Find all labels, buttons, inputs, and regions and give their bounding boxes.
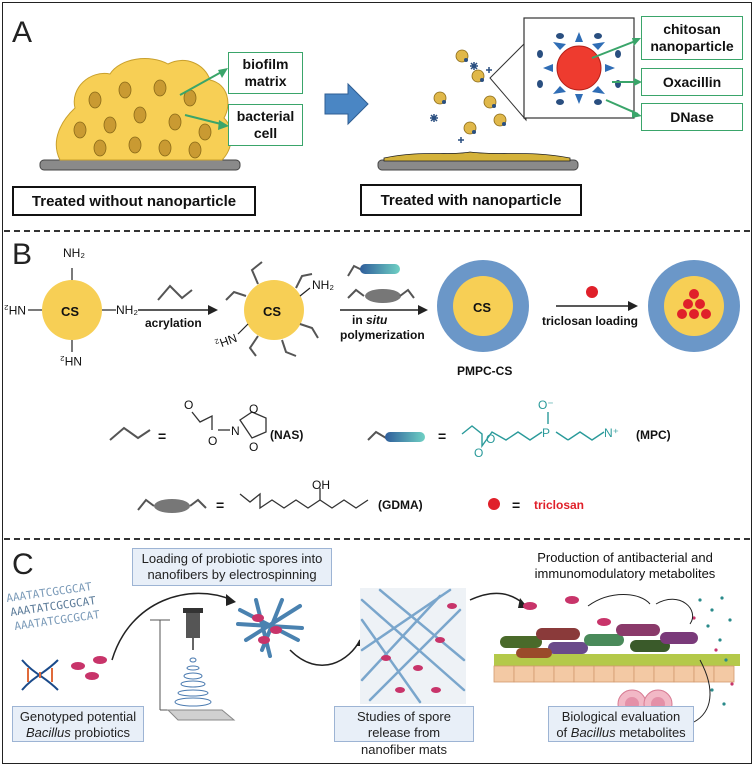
triclosan-label: triclosan: [534, 498, 585, 512]
mpc-o-minus: O⁻: [538, 398, 554, 412]
cs-label-3: CS: [473, 300, 492, 315]
in-situ-label-1: in situ: [352, 313, 388, 327]
callout-production: Production of antibacterial and immunomo…: [534, 550, 716, 582]
equals-nas: =: [158, 428, 167, 444]
callout-loading: Loading of probiotic spores into nanofib…: [132, 548, 332, 586]
callout-genotyped: Genotyped potential Bacillus probiotics: [12, 706, 144, 742]
equals-mpc: =: [438, 428, 447, 444]
pmpc-cs-core: [453, 276, 513, 336]
callout-studies: Studies of spore release from nanofiber …: [334, 706, 474, 757]
label-biofilm-matrix: biofilm matrix: [228, 52, 303, 94]
pmpc-cs-label: PMPC-CS: [457, 364, 513, 378]
divider-bc: [4, 538, 750, 540]
gut-bacteria: [500, 624, 698, 658]
panel-letter-a: A: [12, 16, 33, 49]
acryl-monomer-icon: [157, 284, 193, 301]
mpc-label: (MPC): [636, 428, 671, 442]
chitosan-nanoparticle: [556, 45, 602, 91]
mpc-n-plus: N⁺: [604, 426, 619, 440]
nanofiber-mesh: [236, 598, 304, 658]
nas-n: N: [231, 424, 240, 438]
gdma-oh: OH: [312, 478, 330, 492]
nas-label: (NAS): [270, 428, 304, 442]
gdma-label: (GDMA): [378, 498, 423, 512]
loaded-core: [664, 276, 724, 336]
cs-particle-1: [42, 280, 102, 340]
divider-ab: [4, 230, 750, 232]
cs-particle-2: [244, 280, 304, 340]
label-oxacillin: Oxacillin: [641, 68, 743, 96]
label-bacterial-cell: bacterial cell: [228, 104, 303, 146]
equals-gdma: =: [216, 497, 225, 513]
callout-biological: Biological evaluation of Bacillus metabo…: [548, 706, 694, 742]
label-chitosan-nanoparticle: chitosan nanoparticle: [641, 16, 743, 60]
in-situ-label-2: polymerization: [340, 328, 425, 342]
nas-o3: O: [249, 402, 259, 416]
bacterial-cells: [73, 79, 212, 159]
mpc-p: P: [542, 426, 551, 440]
label-dnase: DNase: [641, 103, 743, 131]
process-arrow: [324, 82, 369, 126]
nh2-top: NH₂: [63, 246, 85, 260]
nas-o2: O: [208, 434, 218, 448]
mpc-structure: [461, 412, 605, 449]
triclosan-loading-label: triclosan loading: [542, 314, 639, 328]
mpc-o1: O: [474, 446, 484, 460]
equals-triclosan: =: [512, 497, 521, 513]
triclosan-dot: [586, 286, 598, 298]
syringe-pump: [186, 610, 200, 638]
collector-plate: [166, 709, 236, 721]
spores-left: [71, 656, 107, 680]
caption-treated-with: Treated with nanoparticle: [360, 184, 582, 216]
panel-letter-b: B: [12, 238, 33, 271]
mpc-o2: O: [486, 432, 496, 446]
triclosan-legend-dot: [488, 498, 500, 510]
cs-label-2: CS: [263, 304, 282, 319]
gdma-structure: [239, 488, 369, 510]
nas-o4: O: [249, 440, 259, 454]
epithelium: [493, 665, 735, 683]
nas-o1: O: [184, 398, 194, 412]
panel-letter-c: C: [12, 548, 34, 581]
nh2-acryl-right: NH₂: [312, 278, 334, 292]
acrylation-label: acrylation: [145, 316, 202, 330]
nas-structure: [191, 411, 267, 439]
caption-treated-without: Treated without nanoparticle: [12, 186, 256, 216]
cs-label-1: CS: [61, 304, 80, 319]
electrospin-jet: [174, 657, 212, 707]
nh2-right: NH₂: [116, 303, 138, 317]
